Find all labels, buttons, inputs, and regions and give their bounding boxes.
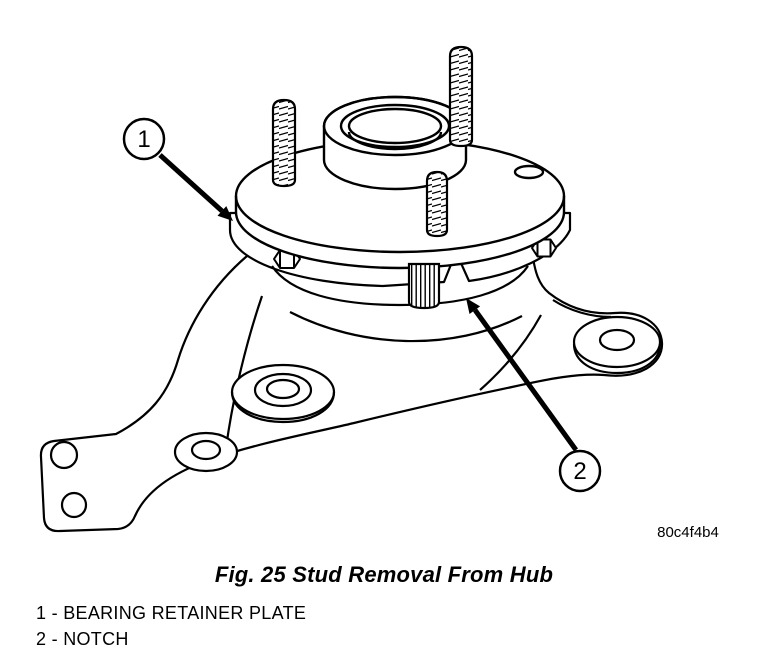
stud-splines — [407, 262, 441, 310]
knuckle-web-line-right — [479, 314, 542, 391]
splined-stud — [407, 262, 441, 310]
knuckle-web-line-left — [224, 295, 264, 449]
middle-boss-hole — [265, 378, 301, 400]
figure-caption: Fig. 25 Stud Removal From Hub — [214, 562, 554, 587]
callout-2-arrow-shaft — [472, 308, 579, 452]
stud-threads — [271, 98, 297, 188]
lower-arm-bore-hole — [190, 439, 222, 461]
callout-2: 2 — [466, 298, 602, 493]
stud-threads — [448, 45, 474, 148]
wheel-stud-top — [448, 45, 474, 148]
stud-threads — [425, 170, 449, 238]
knuckle-ear-hole-lower — [60, 491, 88, 519]
legend-item-1: 1 - BEARING RETAINER PLATE — [36, 603, 307, 623]
wheel-stud-front — [425, 170, 449, 238]
knuckle-ear-hole-upper — [49, 440, 79, 470]
callout-1-circle — [122, 117, 166, 161]
figure-legend: 1 - BEARING RETAINER PLATE 2 - NOTCH — [36, 600, 768, 652]
wheel-stud-left — [271, 98, 297, 188]
knuckle-silhouette — [39, 254, 664, 533]
bore-inner-ring — [347, 107, 443, 145]
right-boss-hole — [598, 328, 636, 352]
hub-center-bore — [322, 95, 468, 191]
callout-2-circle — [558, 449, 602, 493]
callout-1-arrowhead — [217, 206, 233, 221]
bore-depth-arc — [347, 131, 443, 151]
middle-boss-ring — [253, 372, 313, 408]
middle-boss-side — [230, 391, 336, 424]
figure-code: 80c4f4b4 — [657, 524, 719, 541]
flange-face-edge — [234, 195, 566, 254]
callout-1-number: 1 — [137, 126, 150, 153]
callout-1: 1 — [122, 117, 233, 221]
legend-item-2: 2 - NOTCH — [36, 629, 129, 649]
right-boss-side — [572, 343, 662, 375]
knuckle-web-line-center — [289, 311, 523, 343]
hub-assembly-diagram: 1 2 80c4f4b4 — [39, 45, 719, 541]
flange-lug-hole — [513, 164, 545, 180]
callout-1-arrow-shaft — [158, 153, 224, 213]
bearing-housing-edge — [271, 265, 529, 307]
callout-2-arrowhead — [466, 298, 481, 314]
callout-2-number: 2 — [573, 458, 586, 485]
steering-knuckle — [39, 254, 664, 533]
